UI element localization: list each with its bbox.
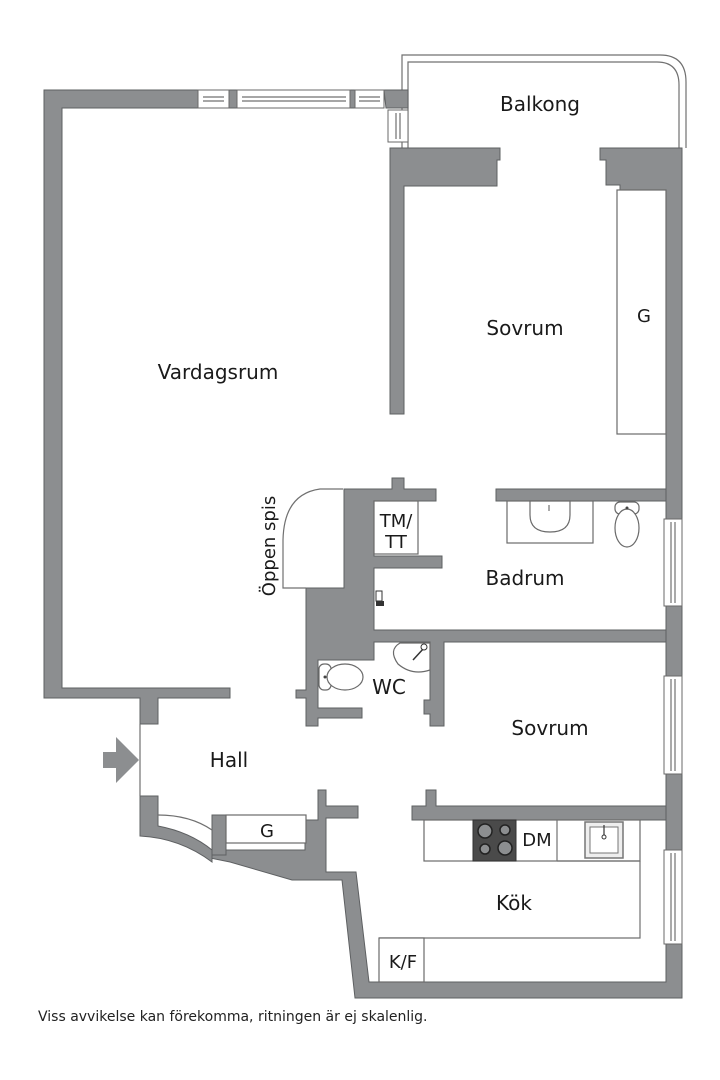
label-oppen-spis: Öppen spis bbox=[258, 496, 280, 596]
disclaimer-text: Viss avvikelse kan förekomma, ritningen … bbox=[38, 1009, 428, 1025]
wardrobe-sovrum bbox=[616, 189, 667, 435]
wc-sink bbox=[392, 642, 431, 673]
shower-icon bbox=[375, 590, 384, 606]
label-dm: DM bbox=[522, 830, 551, 851]
label-kf: K/F bbox=[389, 952, 417, 973]
kitchen-counter-bottom bbox=[378, 937, 425, 983]
balcony bbox=[401, 54, 687, 148]
bathroom-toilet bbox=[614, 501, 640, 548]
kitchen-sink-icon bbox=[584, 821, 624, 859]
wc-toilet bbox=[318, 663, 364, 691]
room-label-vardagsrum: Vardagsrum bbox=[158, 360, 279, 384]
windows bbox=[197, 89, 683, 945]
label-garderob-hall: G bbox=[260, 821, 274, 842]
label-tt: TT bbox=[384, 532, 408, 553]
walls bbox=[43, 89, 683, 999]
kitchen-counter-top bbox=[379, 819, 641, 939]
wardrobe-hall bbox=[225, 814, 307, 844]
bathroom-sink bbox=[506, 500, 594, 544]
room-label-wc: WC bbox=[372, 675, 406, 699]
entrance-arrow-icon bbox=[103, 737, 139, 783]
fireplace-outline bbox=[282, 488, 343, 589]
room-label-sovrum-top: Sovrum bbox=[486, 316, 563, 340]
room-label-kok: Kök bbox=[496, 891, 532, 915]
room-label-sovrum-mid: Sovrum bbox=[511, 716, 588, 740]
washer-dryer-box bbox=[373, 500, 419, 555]
room-label-hall: Hall bbox=[210, 748, 248, 772]
room-label-badrum: Badrum bbox=[485, 566, 564, 590]
label-tm: TM/ bbox=[379, 511, 414, 532]
room-label-balkong: Balkong bbox=[500, 92, 580, 116]
label-garderob-sovrum: G bbox=[637, 306, 651, 327]
